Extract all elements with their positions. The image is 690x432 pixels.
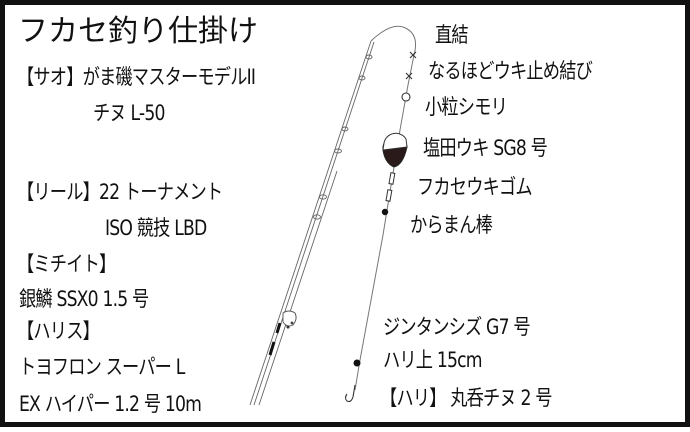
fishing-line — [354, 25, 417, 391]
leader-label: 【ハリス】 — [17, 319, 100, 343]
swivel-stick-label: からまん棒 — [410, 213, 493, 237]
sinker-position-label: ハリ上 15cm — [383, 348, 483, 372]
bead-label: 小粒シモリ — [425, 95, 508, 119]
mainline-label: 【ミチイト】 — [17, 252, 116, 276]
diagram-title: フカセ釣り仕掛け — [18, 14, 258, 49]
knot-marker-icon — [405, 51, 417, 80]
float-icon — [382, 132, 408, 168]
sinker-label: ジンタンシズ G7 号 — [383, 315, 531, 339]
sinker-icon — [353, 359, 361, 367]
reel-label: 【リール】 — [17, 180, 100, 204]
float-label: 塩田ウキ SG8 号 — [423, 136, 548, 160]
leader-spec: EX ハイパー 1.2 号 10m — [19, 392, 202, 416]
float-stop-label: なるほどウキ止め結び — [428, 59, 593, 83]
rod-label: 【サオ】 — [17, 65, 83, 89]
leader-model: トヨフロン スーパー L — [19, 355, 185, 379]
hook-label: 【ハリ】 丸呑チヌ 2 号 — [380, 386, 553, 410]
rig-illustration — [249, 25, 417, 406]
rod-spec: 【サオ】がま磯マスターモデルII — [17, 65, 256, 89]
reel-icon — [282, 310, 297, 329]
mainline-model: 銀鱗 SSX0 1.5 号 — [19, 287, 149, 311]
float-rubber-icon — [385, 172, 396, 202]
bead-icon — [401, 92, 411, 102]
reel-model-line2: ISO 競技 LBD — [105, 216, 207, 240]
rod-model-line2: チヌ L-50 — [93, 101, 165, 125]
reel-model: 22 トーナメント — [99, 180, 223, 204]
rod-icon — [249, 40, 375, 406]
reel-spec: 【リール】22 トーナメント — [17, 180, 223, 204]
hook-icon — [344, 384, 356, 403]
connection-label: 直結 — [435, 23, 469, 47]
swivel-stick-icon — [381, 208, 389, 216]
rod-model: がま磯マスターモデルII — [82, 65, 256, 89]
float-rubber-label: フカセウキゴム — [417, 175, 533, 199]
